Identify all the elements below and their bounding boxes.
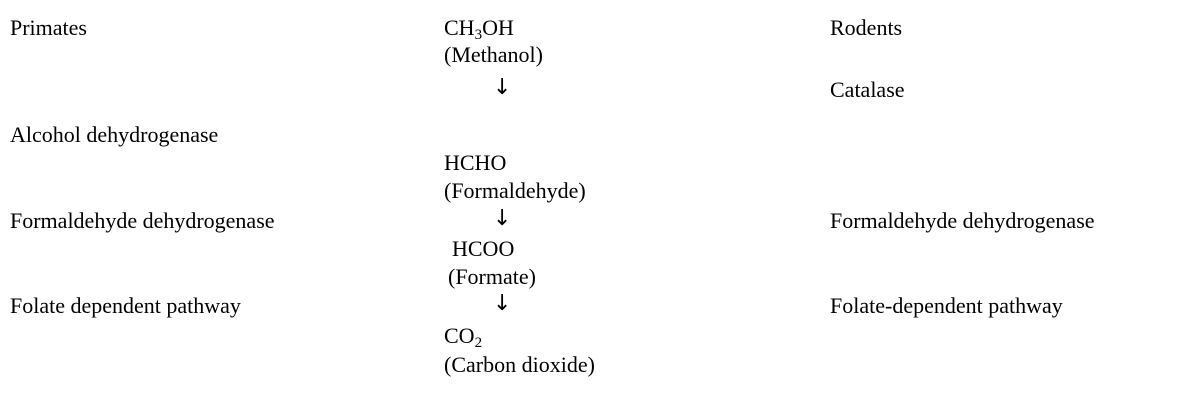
methanol-name: (Methanol)	[444, 42, 543, 67]
rodent-step-formaldehyde-dehydrogenase: Formaldehyde dehydrogenase	[830, 208, 1095, 233]
rodent-step-folate-dependent-pathway: Folate-dependent pathway	[830, 293, 1063, 318]
header-rodents: Rodents	[830, 15, 903, 40]
methanol-formula: CH3OH	[444, 15, 514, 43]
formate-name: (Formate)	[448, 264, 536, 289]
formaldehyde-formula: HCHO	[444, 150, 507, 175]
carbon-dioxide-formula: CO2	[444, 323, 483, 351]
primate-step-alcohol-dehydrogenase: Alcohol dehydrogenase	[10, 122, 219, 147]
arrow-down-icon: ↓	[493, 75, 512, 100]
primate-step-folate-dependent-pathway: Folate dependent pathway	[10, 293, 241, 318]
primate-step-formaldehyde-dehydrogenase: Formaldehyde dehydrogenase	[10, 208, 275, 233]
rodent-step-catalase: Catalase	[830, 77, 905, 102]
formaldehyde-name: (Formaldehyde)	[444, 178, 586, 203]
arrow-down-icon: ↓	[493, 291, 512, 316]
formate-formula: HCOO	[452, 236, 515, 261]
carbon-dioxide-name: (Carbon dioxide)	[444, 352, 595, 377]
header-primates: Primates	[10, 15, 87, 40]
arrow-down-icon: ↓	[493, 206, 512, 231]
